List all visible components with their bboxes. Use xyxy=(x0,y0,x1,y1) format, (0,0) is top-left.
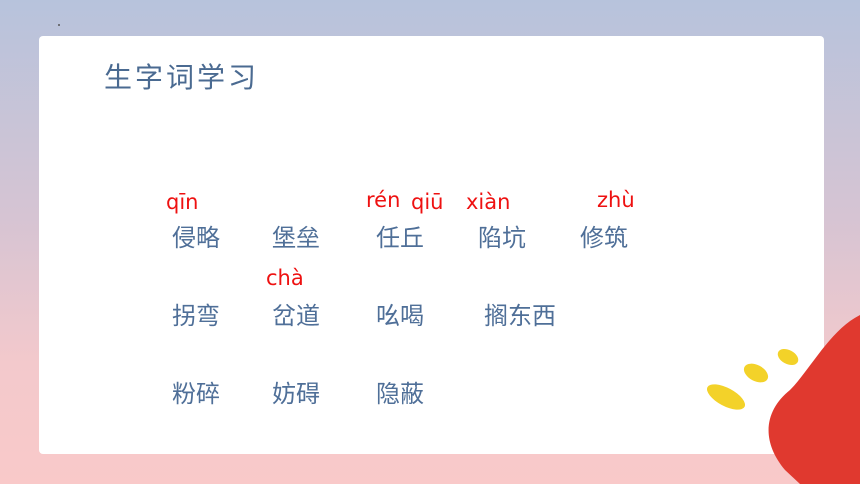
pinyin-xian: xiàn xyxy=(466,190,511,214)
pinyin-cha: chà xyxy=(266,266,304,290)
pinyin-zhu: zhù xyxy=(597,188,635,212)
word-guaiwan: 拐弯 xyxy=(172,302,220,330)
word-chadao: 岔道 xyxy=(272,302,320,330)
word-yinbi: 隐蔽 xyxy=(376,380,424,408)
decorative-dot xyxy=(58,24,60,26)
pinyin-qiu: qiū xyxy=(411,190,444,214)
word-qinlue: 侵略 xyxy=(172,224,220,252)
word-xiankeng: 陷坑 xyxy=(478,224,526,252)
pinyin-qin: qīn xyxy=(166,190,199,214)
word-xiuzhu: 修筑 xyxy=(580,224,628,252)
word-fangai: 妨碍 xyxy=(272,380,320,408)
word-yaohe: 吆喝 xyxy=(376,302,424,330)
word-baolei: 堡垒 xyxy=(272,224,320,252)
word-gedongxi: 搁东西 xyxy=(484,302,556,330)
slide-title: 生字词学习 xyxy=(104,61,260,94)
word-fensui: 粉碎 xyxy=(172,380,220,408)
pinyin-ren: rén xyxy=(366,188,401,212)
slide-card xyxy=(39,36,824,454)
word-renqiu: 任丘 xyxy=(376,224,424,252)
